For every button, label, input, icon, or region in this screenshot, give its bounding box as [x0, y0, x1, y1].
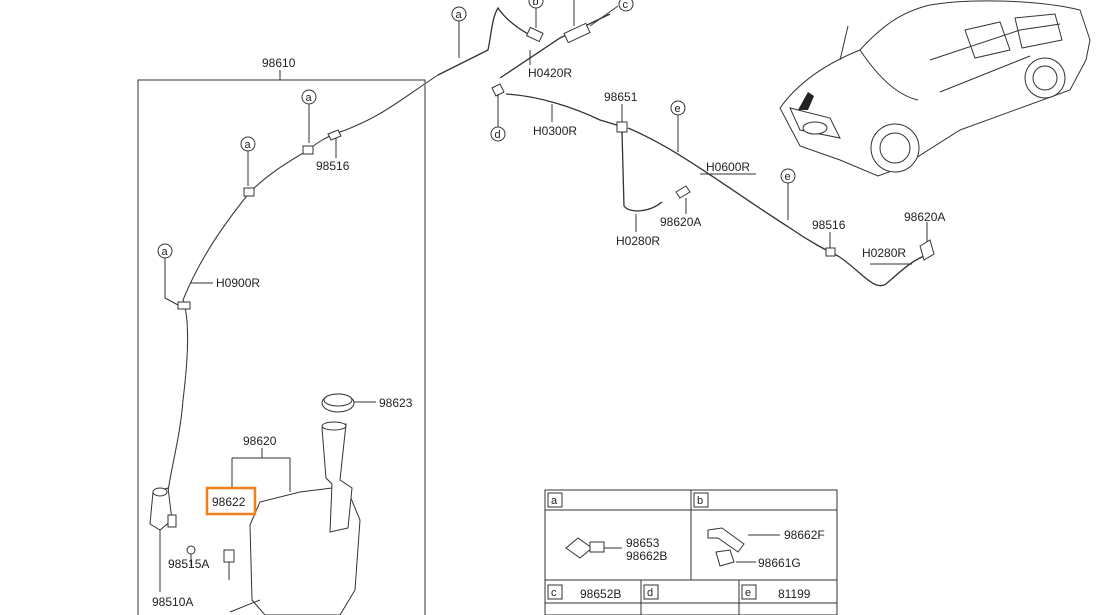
legend-cell-e: e 81199	[741, 584, 811, 601]
label-98620a-left: 98620A	[660, 215, 701, 229]
legend-cell-d: d	[643, 584, 659, 600]
svg-text:e: e	[745, 587, 751, 599]
callout-c-top: c	[618, 0, 634, 12]
hose-h0300r: H0300R	[491, 83, 621, 138]
legend-a-part-2: 98662B	[626, 549, 667, 563]
legend-c-part-1: 98652B	[580, 587, 621, 601]
assembly-frame: 98610	[137, 56, 426, 615]
legend-a-part-1: 98653	[626, 536, 660, 550]
label-h0280r-left: H0280R	[616, 234, 660, 248]
label-98516-left: 98516	[316, 159, 350, 173]
label-98510a: 98510A	[152, 595, 193, 609]
callout-a-2: a	[240, 136, 256, 186]
svg-text:e: e	[785, 171, 791, 183]
svg-text:c: c	[623, 0, 629, 11]
hose-h0420r: H0420R	[437, 0, 619, 80]
svg-text:d: d	[647, 587, 653, 599]
label-98610: 98610	[262, 56, 296, 70]
hose-h0600r: H0600R 98516 H0280R 98620A	[627, 127, 945, 287]
tee-98651: 98651 H0280R 98620A	[604, 90, 701, 248]
washer-pump: 98515A 98510A	[149, 487, 209, 609]
legend-cell-c: c 98652B	[547, 584, 621, 601]
label-98620: 98620	[243, 434, 277, 448]
legend-cell-b: b 98662F 98661G	[693, 492, 825, 570]
label-98620a-right: 98620A	[904, 210, 945, 224]
label-98622: 98622	[212, 495, 246, 509]
label-h0600r: H0600R	[706, 160, 750, 174]
hose-clips: 98516	[177, 129, 350, 310]
label-98516-right: 98516	[812, 218, 846, 232]
callout-a-4: a	[451, 6, 467, 58]
svg-text:e: e	[675, 103, 681, 115]
callout-d-top: d	[490, 94, 506, 142]
car-illustration	[779, 0, 1091, 177]
legend-e-part-1: 81199	[778, 587, 811, 601]
legend-table: a 98653 98662B b 98662F 98661G c 98652B …	[544, 489, 838, 615]
hose-h0900r: H0900R	[165, 74, 439, 506]
svg-text:a: a	[551, 495, 558, 507]
svg-text:d: d	[495, 129, 501, 141]
label-98651: 98651	[604, 90, 638, 104]
callout-e-1: e	[670, 100, 686, 152]
label-h0900r: H0900R	[216, 276, 260, 290]
svg-text:a: a	[456, 9, 463, 21]
svg-text:a: a	[162, 246, 169, 258]
label-98515a: 98515A	[168, 557, 209, 571]
label-h0280r-right: H0280R	[862, 246, 906, 260]
svg-text:c: c	[551, 587, 557, 599]
highlight-98622: 98622	[205, 486, 257, 516]
svg-text:a: a	[306, 92, 313, 104]
callout-a-3: a	[157, 243, 179, 306]
svg-text:b: b	[697, 495, 703, 507]
callout-a-1: a	[301, 89, 317, 143]
legend-b-part-1: 98662F	[784, 528, 825, 542]
label-98623: 98623	[379, 396, 413, 410]
legend-b-part-2: 98661G	[758, 556, 801, 570]
label-h0300r: H0300R	[533, 124, 577, 138]
washer-tank: 98620 98623	[223, 393, 413, 615]
callout-b-top: b	[528, 0, 544, 28]
svg-text:a: a	[245, 139, 252, 151]
label-h0420r: H0420R	[528, 66, 572, 80]
svg-text:b: b	[533, 0, 539, 8]
legend-cell-a: a 98653 98662B	[547, 492, 667, 563]
callout-e-2: e	[780, 168, 796, 220]
